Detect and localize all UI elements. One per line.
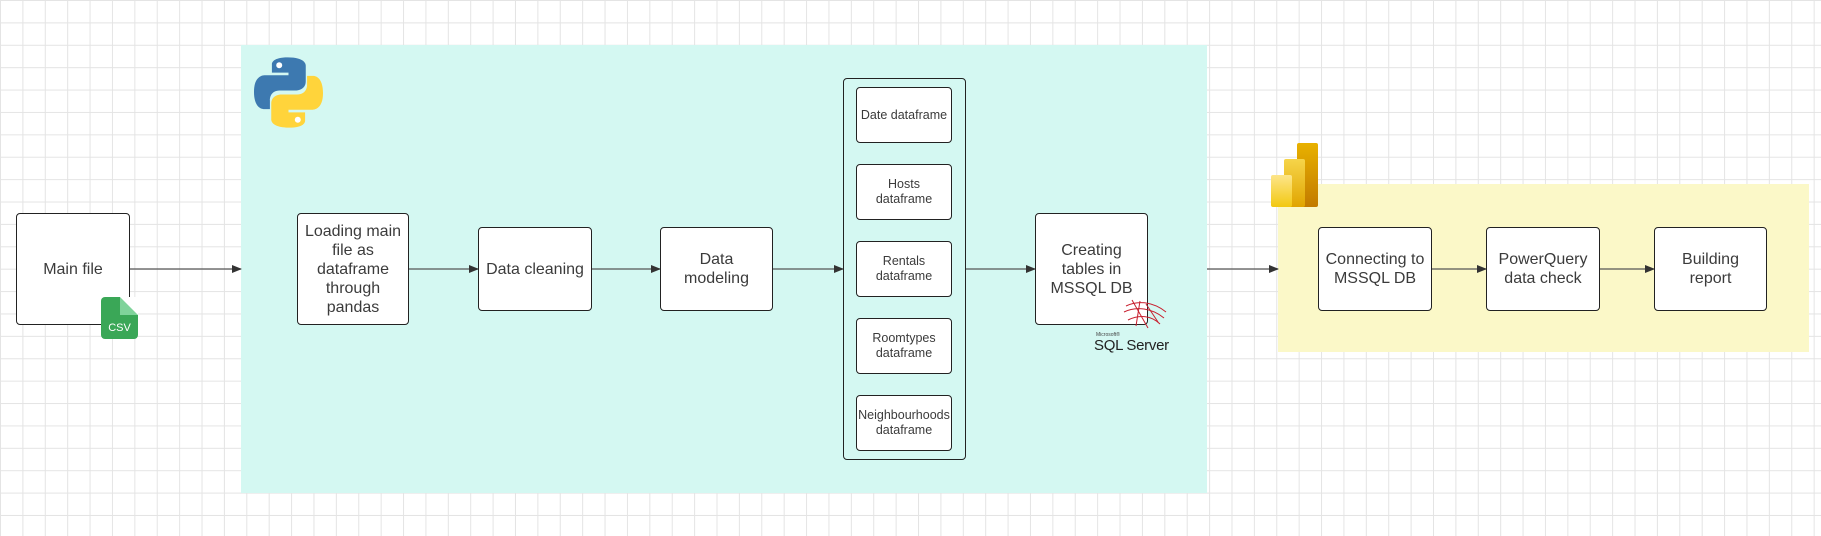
sql-microsoft-label: Microsoft® [1096, 332, 1120, 338]
powerbi-logo-icon [1271, 143, 1318, 207]
data-cleaning-node[interactable]: Data cleaning [478, 227, 592, 311]
creating-tables-node[interactable]: Creating tables in MSSQL DB [1035, 213, 1148, 325]
connecting-node[interactable]: Connecting to MSSQL DB [1318, 227, 1432, 311]
neighbourhoods-dataframe-node[interactable]: Neighbourhoods dataframe [856, 395, 952, 451]
rentals-dataframe-node[interactable]: Rentals dataframe [856, 241, 952, 297]
dataframes-group [843, 78, 966, 460]
csv-label: CSV [108, 322, 131, 334]
date-dataframe-node[interactable]: Date dataframe [856, 87, 952, 143]
python-logo-icon [253, 57, 324, 128]
sql-server-mark-icon [1123, 299, 1167, 329]
hosts-dataframe-node[interactable]: Hosts dataframe [856, 164, 952, 220]
powerquery-node[interactable]: PowerQuery data check [1486, 227, 1600, 311]
loading-node[interactable]: Loading main file as dataframe through p… [297, 213, 409, 325]
sql-server-logo-icon: Microsoft® SQL Server [1094, 298, 1172, 354]
building-report-node[interactable]: Building report [1654, 227, 1767, 311]
roomtypes-dataframe-node[interactable]: Roomtypes dataframe [856, 318, 952, 374]
csv-file-icon: CSV [101, 297, 138, 339]
data-modeling-node[interactable]: Data modeling [660, 227, 773, 311]
sql-server-label: SQL Server [1094, 337, 1169, 354]
